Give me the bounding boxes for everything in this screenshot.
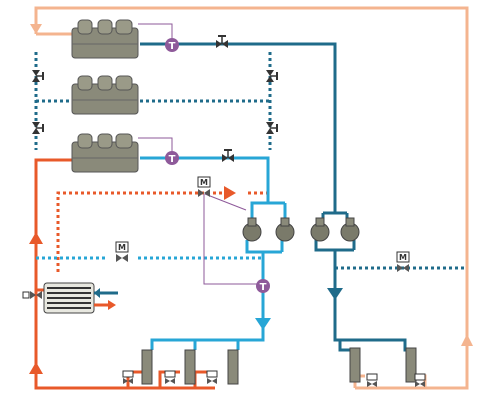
terminal-units: [141, 347, 417, 385]
sensor-wiring: [138, 23, 258, 285]
sensor-label: T: [169, 154, 176, 165]
chiller-1[interactable]: [71, 19, 139, 59]
terminal-valve-5[interactable]: [414, 373, 426, 387]
motorized-valve-condenser[interactable]: M: [197, 176, 211, 197]
flow-arrow-supply-up-2: [29, 362, 43, 374]
condenser-dotted-line: [56, 191, 268, 272]
motor-label: M: [399, 253, 407, 262]
flow-arrow-condenser-right: [224, 186, 236, 200]
temp-sensor-1[interactable]: T: [165, 38, 179, 52]
flow-arrow-return-down: [255, 318, 271, 330]
temp-sensor-3[interactable]: T: [256, 279, 270, 293]
terminal-valve-4[interactable]: [366, 373, 378, 387]
manual-valve-2[interactable]: [222, 149, 234, 162]
pump-3[interactable]: [310, 217, 330, 242]
heat-exchanger-valve[interactable]: [22, 291, 42, 299]
heat-exchanger[interactable]: [43, 282, 118, 314]
terminal-unit-3[interactable]: [227, 349, 239, 385]
terminal-unit-2[interactable]: [184, 349, 196, 385]
flow-arrow-return-top: [30, 24, 42, 34]
terminal-valve-3[interactable]: [206, 370, 218, 384]
condenser-return-loop: [34, 6, 469, 390]
manual-valve-4[interactable]: [32, 122, 44, 134]
sensor-label: T: [260, 282, 267, 293]
motorized-valve-right-bypass[interactable]: M: [396, 251, 410, 272]
chiller-2[interactable]: [71, 75, 139, 115]
flow-arrow-return-right: [461, 334, 473, 346]
motorized-valve-bypass[interactable]: M: [115, 241, 129, 262]
manual-valve-1[interactable]: [216, 35, 228, 48]
manual-valve-3[interactable]: [32, 70, 44, 82]
pump-1[interactable]: [242, 217, 262, 242]
flow-arrow-supply-up-1: [29, 232, 43, 244]
manual-valve-5[interactable]: [266, 70, 278, 82]
terminal-unit-1[interactable]: [141, 349, 153, 385]
manual-valve-6[interactable]: [266, 122, 278, 134]
terminal-valve-2[interactable]: [164, 370, 176, 384]
motor-label: M: [118, 243, 126, 252]
flow-arrow-chilled-down: [327, 288, 343, 300]
chiller-3[interactable]: [71, 133, 139, 173]
terminal-valve-1[interactable]: [122, 370, 134, 384]
terminal-unit-4[interactable]: [349, 347, 361, 383]
pump-4[interactable]: [340, 217, 360, 242]
motor-label: M: [200, 178, 208, 187]
terminal-unit-5[interactable]: [405, 347, 417, 383]
sensor-label: T: [169, 41, 176, 52]
terminal-valves: [122, 370, 426, 387]
chilled-supply-loop: [140, 42, 410, 352]
pump-2[interactable]: [275, 217, 295, 242]
temp-sensor-2[interactable]: T: [165, 151, 179, 165]
